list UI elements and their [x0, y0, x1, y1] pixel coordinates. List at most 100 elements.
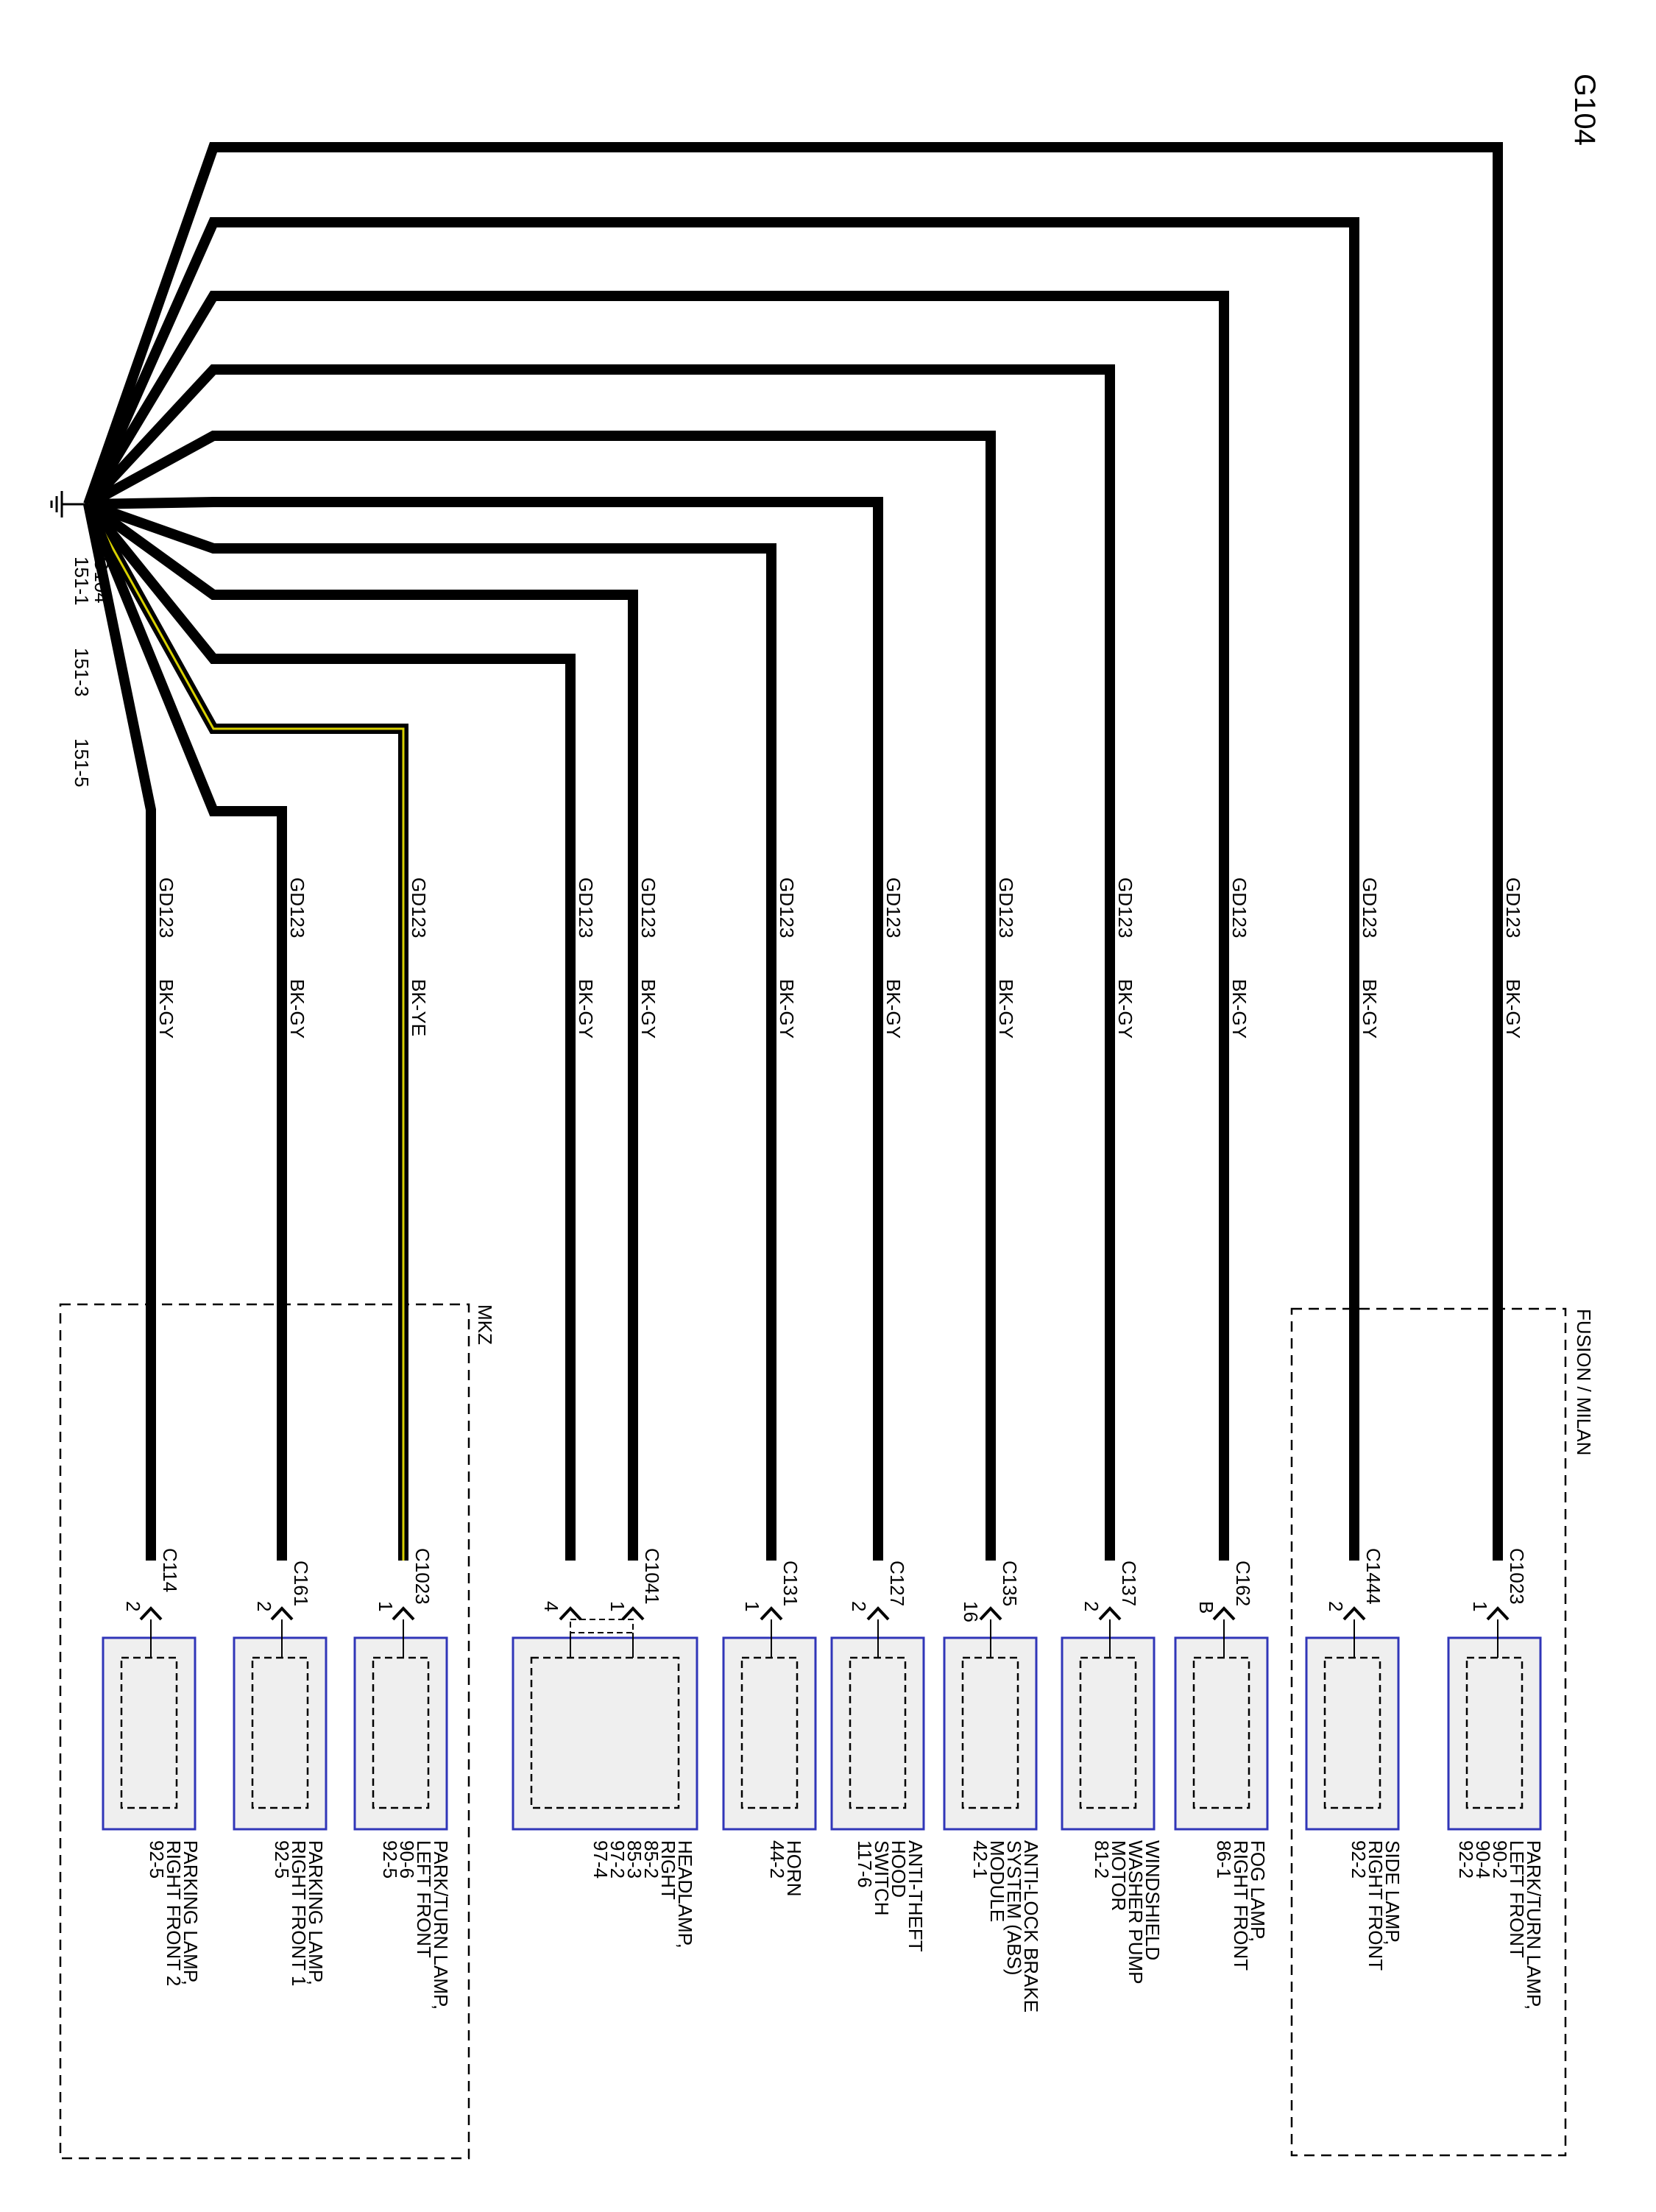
- wire-c1041-pin4: [84, 501, 576, 1561]
- component-label-line: 90-6: [396, 1840, 418, 1879]
- wires: [83, 142, 1503, 1561]
- connector-c1023-fusion: C1023: [1506, 1548, 1528, 1605]
- component-label-line: ANTI-LOCK BRAKE: [1020, 1840, 1042, 2013]
- wire-6-color: BK-GY: [882, 979, 905, 1039]
- pin-c1041-1: 1: [606, 1601, 629, 1611]
- component-label-line: PARKING LAMP,: [305, 1840, 327, 1985]
- pin-c1023-mkz: 1: [375, 1601, 397, 1611]
- connector-c1023-mkz: C1023: [411, 1548, 434, 1605]
- component-label-line: 81-2: [1091, 1840, 1113, 1879]
- wire-2-circuit: GD123: [1359, 877, 1381, 938]
- component-label-line: LEFT FRONT: [1506, 1840, 1528, 1958]
- component-box-abs-module: [943, 1636, 1038, 1831]
- pin-marker-icon: [1342, 1606, 1366, 1621]
- component-label-line: HORN: [783, 1840, 805, 1897]
- component-boxes: [102, 1619, 1542, 1831]
- component-label-line: 97-2: [606, 1840, 629, 1879]
- component-box-parking-lamp-rf1: [233, 1636, 328, 1831]
- pin-marker-icon: [866, 1606, 890, 1621]
- component-label-line: SWITCH: [871, 1840, 893, 1916]
- wire-c161: [83, 502, 287, 1561]
- wire-8-color: BK-GY: [637, 979, 659, 1039]
- component-label-line: RIGHT: [657, 1840, 679, 1900]
- pin-marker-icon: [979, 1606, 1002, 1621]
- pin-marker-icon: [392, 1606, 415, 1621]
- component-label-line: WASHER PUMP: [1125, 1840, 1147, 1985]
- component-box-washer-pump: [1061, 1636, 1156, 1831]
- wire-3-color: BK-GY: [1228, 979, 1250, 1039]
- component-label-line: 85-2: [640, 1840, 662, 1879]
- pin-c1041-4: 4: [540, 1601, 562, 1611]
- connector-c137: C137: [1118, 1561, 1140, 1606]
- component-label-line: 85-3: [623, 1840, 645, 1879]
- pin-c114: 2: [122, 1601, 144, 1611]
- component-box-park-turn-lamp-lf-fusion: [1447, 1636, 1542, 1831]
- wire-10-circuit: GD123: [408, 877, 430, 938]
- wire-labels: GD123 BK-GY GD123 BK-GY GD123 BK-GY GD12…: [155, 877, 1524, 1039]
- wire-12-color: BK-GY: [155, 979, 177, 1039]
- component-box-inner: [372, 1656, 430, 1809]
- component-box-horn: [722, 1636, 817, 1831]
- wire-8-circuit: GD123: [637, 877, 659, 938]
- component-label-line: 86-1: [1213, 1840, 1235, 1879]
- component-label-line: 92-5: [271, 1840, 293, 1879]
- component-box-inner: [1079, 1656, 1137, 1809]
- headlamp-connector-dashed-icon: [570, 1619, 634, 1633]
- pin-c131: 1: [741, 1601, 763, 1611]
- pin-marker-icon: [1098, 1606, 1122, 1621]
- component-box-inner: [1323, 1656, 1381, 1809]
- ground-ref-3: 151-5: [71, 738, 93, 788]
- component-label-line: HOOD: [888, 1840, 910, 1898]
- wire-5-color: BK-GY: [995, 979, 1017, 1039]
- component-label-line: SYSTEM (ABS): [1003, 1840, 1025, 1975]
- pin-c162: B: [1195, 1601, 1217, 1614]
- component-box-inner: [1465, 1656, 1524, 1809]
- zone-fusion-milan-label: FUSION / MILAN: [1573, 1309, 1595, 1455]
- pin-marker-icon: [139, 1606, 163, 1621]
- wire-c127: [88, 497, 883, 1561]
- component-label-line: 90-4: [1472, 1840, 1494, 1879]
- wire-c135: [85, 431, 996, 1561]
- wire-4-circuit: GD123: [1114, 877, 1136, 938]
- component-box-inner: [1192, 1656, 1250, 1809]
- pin-marker-icon: [621, 1606, 645, 1621]
- component-label-line: 97-4: [590, 1840, 612, 1879]
- component-box-inner: [740, 1656, 799, 1809]
- component-box-inner: [251, 1656, 309, 1809]
- pin-marker-icon: [1212, 1606, 1236, 1621]
- connector-c114: C114: [159, 1548, 181, 1592]
- ground-ref-2: 151-3: [71, 648, 93, 697]
- pin-c161: 2: [253, 1601, 275, 1611]
- component-label-line: 92-5: [379, 1840, 401, 1879]
- component-label-line: 117-6: [854, 1840, 876, 1888]
- component-label-line: ANTI-THEFT: [905, 1840, 927, 1952]
- component-label-line: WINDSHIELD: [1142, 1840, 1164, 1960]
- component-label-line: 90-2: [1489, 1840, 1511, 1879]
- wire-c1023-fusion: [83, 142, 1503, 1561]
- wire-c1023-mkz-stripe: [87, 503, 405, 1561]
- wire-11-circuit: GD123: [286, 877, 308, 938]
- pin-c127: 2: [848, 1601, 870, 1611]
- wire-10-color: BK-YE: [408, 979, 430, 1036]
- wire-c131: [86, 499, 776, 1561]
- connector-labels: C1023 C1444 C162 C137 C135 C127 C131 C10…: [159, 1548, 1528, 1606]
- pin-labels: 1 2 B 2 16 2 1 1 4 1 2 2: [122, 1601, 1491, 1622]
- component-label-line: SIDE LAMP,: [1381, 1840, 1404, 1946]
- component-box-parking-lamp-rf2: [102, 1636, 197, 1831]
- wire-c114: [83, 503, 156, 1561]
- page-title: G104: [1568, 74, 1601, 146]
- component-label-line: 92-2: [1348, 1840, 1370, 1879]
- component-labels: PARK/TURN LAMP, LEFT FRONT 90-2 90-4 92-…: [146, 1840, 1545, 2013]
- wire-7-circuit: GD123: [776, 877, 798, 938]
- pin-markers: [139, 1606, 1510, 1633]
- ground-symbol-icon: [50, 491, 88, 517]
- connector-c1041: C1041: [641, 1548, 663, 1605]
- component-box-side-lamp-rf: [1305, 1636, 1400, 1831]
- zone-mkz-label: MKZ: [474, 1304, 496, 1345]
- wire-12-circuit: GD123: [155, 877, 177, 938]
- wire-c1444: [83, 217, 1359, 1561]
- wire-4-color: BK-GY: [1114, 979, 1136, 1039]
- wire-1-circuit: GD123: [1502, 877, 1524, 938]
